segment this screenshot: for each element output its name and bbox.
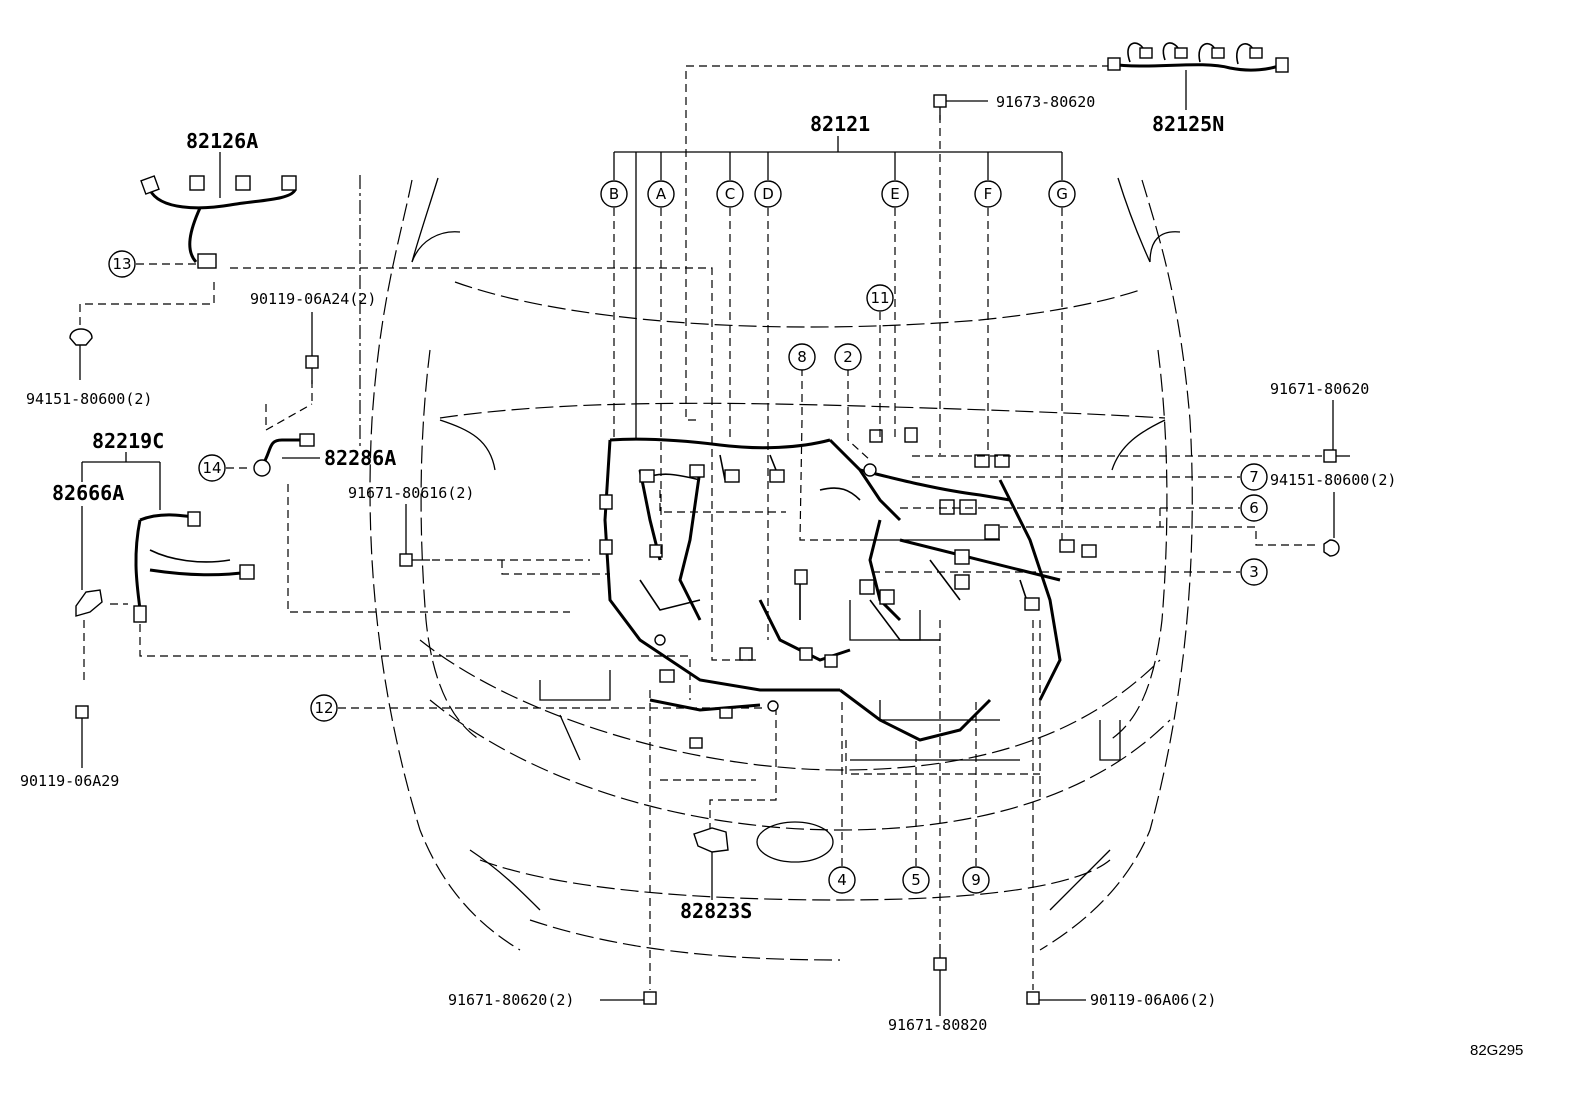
engine-harness-cluster xyxy=(599,427,1097,761)
branch-marker-g-circle xyxy=(1048,180,1076,208)
label-91671-80620-bottom[interactable]: 91671-80620(2) xyxy=(448,991,574,1009)
branch-marker-c-circle xyxy=(716,180,744,208)
label-90119-06A24[interactable]: 90119-06A24(2) xyxy=(250,290,376,308)
callout-4[interactable]: 4 xyxy=(837,871,847,889)
vehicle-body-outline xyxy=(369,177,1193,961)
callout-5[interactable]: 5 xyxy=(911,871,921,889)
harness-82219c-illustration xyxy=(75,452,255,623)
label-82125N[interactable]: 82125N xyxy=(1152,112,1224,136)
label-91671-80820[interactable]: 91671-80820 xyxy=(888,1016,987,1034)
callout-7[interactable]: 7 xyxy=(1249,468,1259,486)
harness-82121-bracket xyxy=(613,136,1063,640)
label-90119-06A06[interactable]: 90119-06A06(2) xyxy=(1090,991,1216,1009)
branch-marker-a[interactable]: A xyxy=(656,185,667,203)
branch-letter-markers: B A C D E F G xyxy=(600,180,1076,208)
callout-13[interactable]: 13 xyxy=(112,255,131,273)
label-82219C[interactable]: 82219C xyxy=(92,429,164,453)
numbered-callouts: 3 2 4 5 6 7 8 9 11 12 13 14 1 xyxy=(1,0,1268,894)
callout-9[interactable]: 9 xyxy=(971,871,981,889)
callout-12[interactable]: 12 xyxy=(314,699,333,717)
diagram-code: 82G295 xyxy=(1470,1042,1523,1059)
callout-14[interactable]: 14 xyxy=(202,459,221,477)
branch-marker-d[interactable]: D xyxy=(762,185,774,203)
branch-marker-e[interactable]: E xyxy=(890,185,899,203)
harness-82286a-illustration xyxy=(253,433,320,477)
label-82666A[interactable]: 82666A xyxy=(52,481,124,505)
callout-11[interactable]: 11 xyxy=(870,289,889,307)
callout-6[interactable]: 6 xyxy=(1249,499,1259,517)
branch-marker-a-circle xyxy=(647,180,675,208)
label-94151-80600-left[interactable]: 94151-80600(2) xyxy=(26,390,152,408)
branch-marker-c[interactable]: C xyxy=(725,185,735,203)
label-91671-80620-right[interactable]: 91671-80620 xyxy=(1270,380,1369,398)
branch-marker-d-circle xyxy=(754,180,782,208)
callout-1: 1 xyxy=(1,0,2,2)
sensor-82823s-illustration xyxy=(693,827,729,900)
label-82126A[interactable]: 82126A xyxy=(186,129,258,153)
part-number-labels: 82126A 82125N 82121 82219C 82666A 82286A… xyxy=(52,112,1224,923)
branch-marker-e-circle xyxy=(881,180,909,208)
label-82823S[interactable]: 82823S xyxy=(680,899,752,923)
label-90119-06A29[interactable]: 90119-06A29 xyxy=(20,772,119,790)
fastener-graphics xyxy=(69,94,1350,1016)
label-82121[interactable]: 82121 xyxy=(810,112,870,136)
branch-marker-f[interactable]: F xyxy=(984,185,993,203)
callout-8[interactable]: 8 xyxy=(797,348,807,366)
callout-2[interactable]: 2 xyxy=(843,348,853,366)
branch-marker-b-circle xyxy=(600,180,628,208)
fastener-labels: 94151-80600(2) 90119-06A24(2) 91671-8061… xyxy=(20,93,1396,1034)
label-82286A[interactable]: 82286A xyxy=(324,446,396,470)
harness-82125n-illustration xyxy=(1107,42,1289,110)
callout-3[interactable]: 3 xyxy=(1249,563,1259,581)
label-94151-80600-right[interactable]: 94151-80600(2) xyxy=(1270,471,1396,489)
branch-marker-b[interactable]: B xyxy=(609,185,619,203)
label-91673-80620[interactable]: 91673-80620 xyxy=(996,93,1095,111)
harness-82126a-illustration xyxy=(140,152,297,269)
label-91671-80616[interactable]: 91671-80616(2) xyxy=(348,484,474,502)
leader-lines xyxy=(79,65,1322,990)
branch-marker-f-circle xyxy=(974,180,1002,208)
branch-marker-g[interactable]: G xyxy=(1056,185,1068,203)
